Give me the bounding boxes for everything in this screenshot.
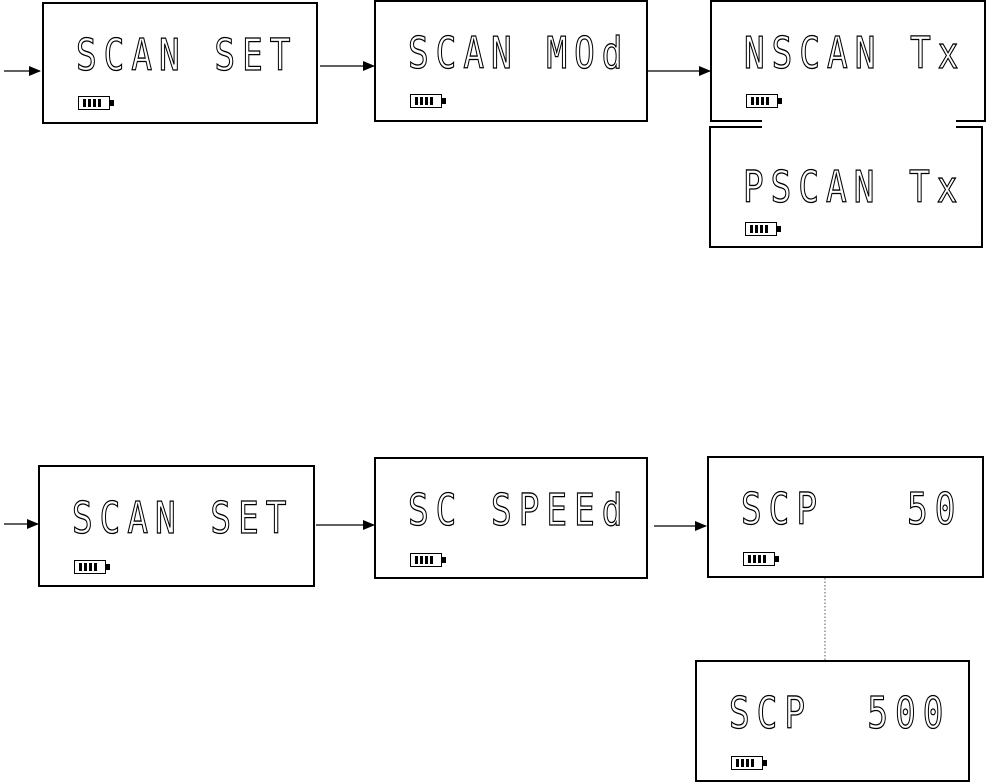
lcd-text: NSCAN Tx (744, 32, 965, 76)
stack-gap (762, 116, 956, 128)
lcd-text: SCP 500 (729, 692, 950, 736)
lcd-text: PSCAN Tx (743, 166, 964, 210)
lcd-text: SCP 50 (741, 488, 962, 532)
lcd-text: SC SPEEd (408, 489, 629, 533)
lcd-display-sc-speed: SC SPEEd (374, 457, 648, 579)
battery-icon (745, 222, 785, 238)
lcd-display-scan-set-top: SCAN SET (42, 2, 318, 124)
battery-icon (78, 96, 118, 112)
lcd-display-scan-set-bottom: SCAN SET (38, 465, 315, 587)
battery-icon (410, 553, 450, 569)
lcd-display-scp-50: SCP 50 (707, 456, 984, 578)
lcd-display-scp-500: SCP 500 (695, 660, 970, 782)
lcd-display-scan-mod: SCAN MOd (374, 0, 648, 122)
lcd-text: SCAN SET (76, 34, 297, 78)
battery-icon (410, 94, 450, 110)
lcd-display-nscan-tx: NSCAN Tx (710, 0, 986, 122)
lcd-text: SCAN SET (72, 497, 293, 541)
battery-icon (74, 560, 114, 576)
battery-icon (743, 552, 783, 568)
lcd-text: SCAN MOd (408, 32, 629, 76)
battery-icon (731, 756, 771, 772)
battery-icon (746, 94, 786, 110)
lcd-display-pscan-tx: PSCAN Tx (709, 126, 983, 248)
